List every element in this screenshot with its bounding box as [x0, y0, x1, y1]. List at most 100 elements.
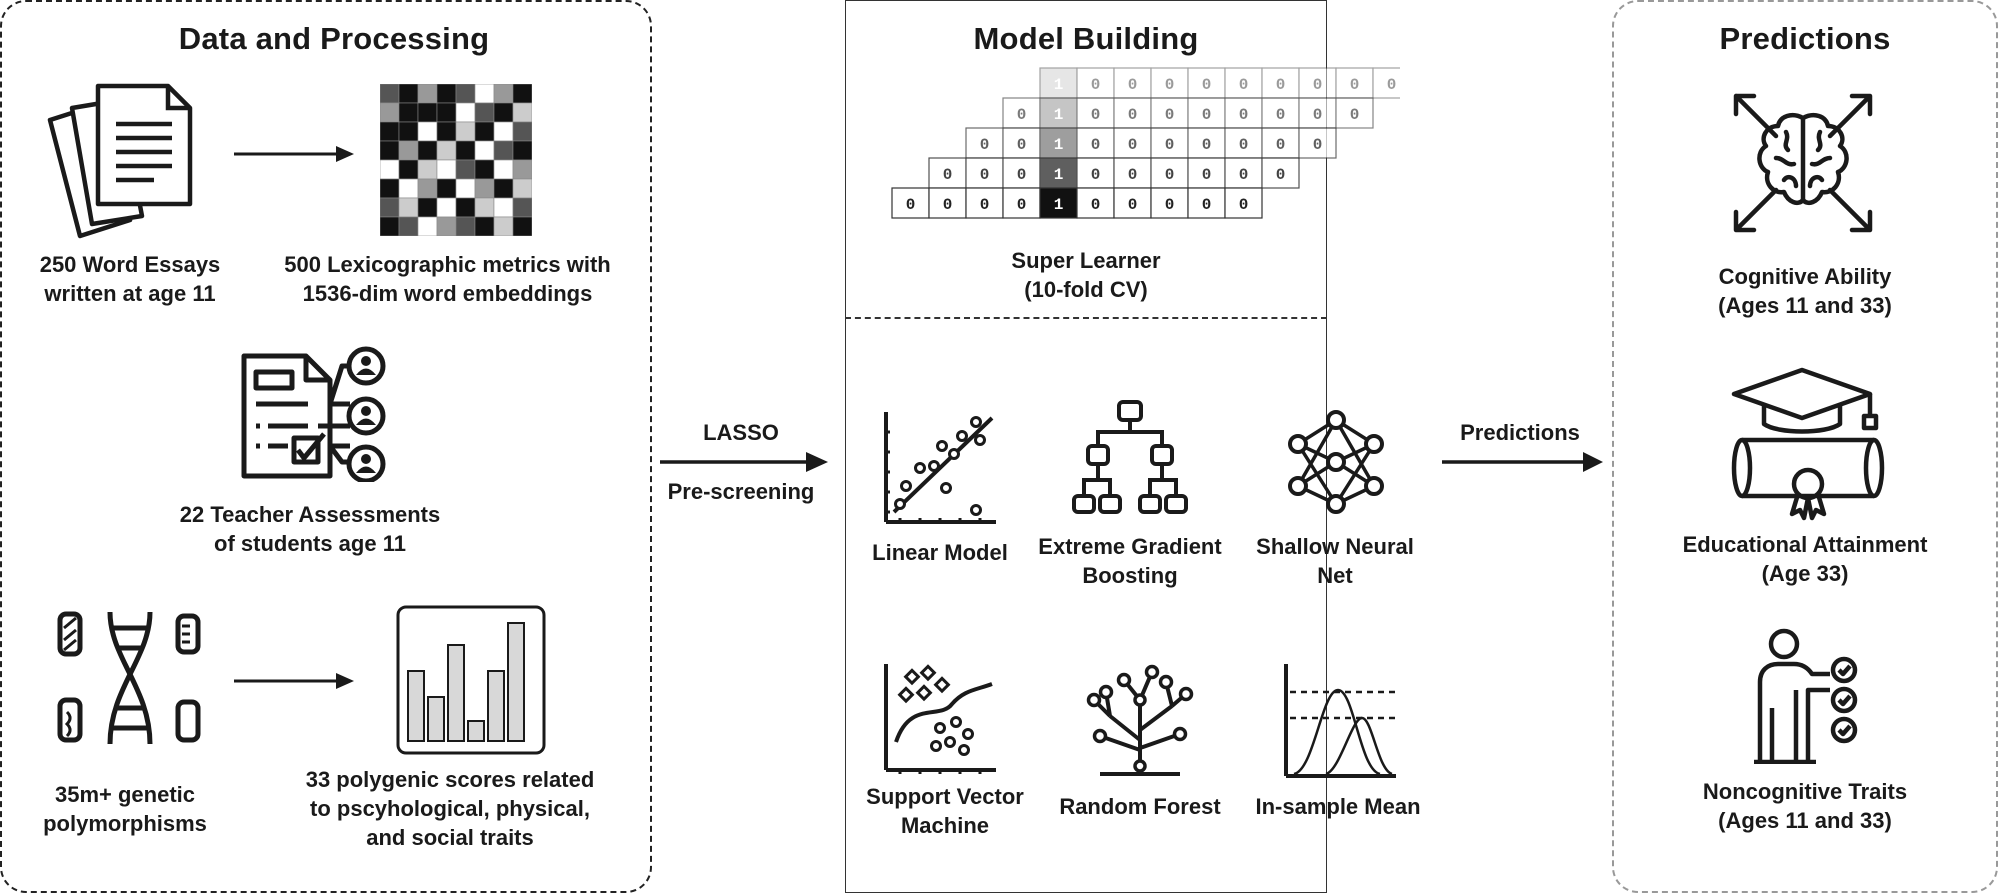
fold-cell-value: 0: [1202, 106, 1212, 124]
fold-cell: [928, 187, 967, 219]
lexico-caption: 500 Lexicographic metrics with 1536-dim …: [250, 250, 645, 308]
cognitive-line-1: Cognitive Ability: [1718, 264, 1892, 289]
predictions-panel: [1612, 0, 1998, 893]
fold-cell-value: 1: [1054, 166, 1064, 184]
person-checklist-icon: [1754, 628, 1858, 764]
linear-model-caption: Linear Model: [850, 538, 1030, 567]
fold-cell-value: 1: [1054, 196, 1064, 214]
fold-cell: [1002, 187, 1041, 219]
fold-cell-value: 0: [1202, 136, 1212, 154]
fold-cell-value: 1: [1054, 76, 1064, 94]
fold-cell-value: 0: [1202, 166, 1212, 184]
xgboost-line-2: Boosting: [1082, 563, 1178, 588]
fold-cell-value: 0: [1165, 196, 1175, 214]
fold-cell-value: 0: [943, 196, 953, 214]
fold-cell: [1150, 187, 1189, 219]
lexico-line-1: 500 Lexicographic metrics with: [284, 252, 611, 277]
fold-cell: [1224, 187, 1263, 219]
fold-cell-value: 0: [1276, 106, 1286, 124]
lasso-label: LASSO: [703, 420, 779, 445]
fold-cell: [1113, 187, 1152, 219]
fold-cell: [1261, 157, 1300, 189]
super-learner-line-2: (10-fold CV): [1024, 277, 1148, 302]
arrow-right-icon: [660, 452, 828, 472]
fold-cell-value: 1: [1054, 106, 1064, 124]
fold-cell-value: 0: [943, 166, 953, 184]
fold-cell: [1224, 67, 1263, 99]
fold-cell-value: 0: [1091, 166, 1101, 184]
xgboost-line-1: Extreme Gradient: [1038, 534, 1222, 559]
fold-cell: [1224, 157, 1263, 189]
fold-cell-value: 0: [1091, 196, 1101, 214]
data-processing-title: Data and Processing: [178, 21, 490, 56]
arrow-right-icon: [1442, 452, 1603, 472]
cognitive-caption: Cognitive Ability (Ages 11 and 33): [1612, 262, 1998, 320]
education-line-1: Educational Attainment: [1682, 532, 1928, 557]
arrow-right-icon: [234, 146, 354, 162]
fold-cell: [1224, 127, 1263, 159]
prescreening-label: Pre-screening: [667, 479, 815, 504]
fold-cell-value: 0: [1165, 76, 1175, 94]
fold-cell: [891, 187, 930, 219]
fold-cell-value: 0: [980, 196, 990, 214]
fold-cell-value: 0: [1017, 166, 1027, 184]
fold-cell-value: 0: [1128, 136, 1138, 154]
fold-cell-value: 0: [1350, 106, 1360, 124]
fold-cell-value: 0: [1128, 106, 1138, 124]
teacher-assessment-icon: [241, 346, 386, 482]
fold-cell: [1002, 97, 1041, 129]
teacher-line-2: of students age 11: [214, 531, 406, 556]
fold-cell-value: 0: [1017, 106, 1027, 124]
graduation-cap-diploma-icon: [1731, 367, 1885, 521]
model-building-panel: [845, 0, 1327, 893]
svm-caption: Support Vector Machine: [845, 782, 1045, 840]
noncognitive-line-2: (Ages 11 and 33): [1718, 808, 1892, 833]
fold-cell: [1298, 127, 1337, 159]
fold-cell-value: 0: [1276, 136, 1286, 154]
fold-cell-value: 0: [1165, 136, 1175, 154]
polygenic-line-3: and social traits: [366, 825, 534, 850]
fold-cell: [1335, 97, 1374, 129]
fold-cell-value: 0: [906, 196, 916, 214]
fold-cell-value: 0: [1091, 106, 1101, 124]
fold-cell: [1113, 97, 1152, 129]
fold-cell: [1076, 187, 1115, 219]
fold-cell-value: 0: [1313, 76, 1323, 94]
cognitive-line-2: (Ages 11 and 33): [1718, 293, 1892, 318]
bar-chart-icon: [396, 605, 546, 755]
fold-cell-value: 0: [1202, 76, 1212, 94]
fold-cell-value: 0: [1350, 76, 1360, 94]
section-divider: [845, 317, 1327, 319]
education-caption: Educational Attainment (Age 33): [1612, 530, 1998, 588]
predictions-arrow-label: Predictions: [1460, 420, 1580, 445]
fold-cell: [1187, 67, 1226, 99]
fold-cell-value: 0: [1276, 76, 1286, 94]
teacher-caption: 22 Teacher Assessments of students age 1…: [120, 500, 500, 558]
fold-cell: [1261, 67, 1300, 99]
fold-cell-value: 0: [1239, 136, 1249, 154]
fold-cell-value: 0: [1128, 196, 1138, 214]
fold-cell: [1039, 187, 1078, 219]
fold-cell: [1372, 67, 1400, 99]
neural-net-line-1: Shallow Neural: [1256, 534, 1414, 559]
polygenic-caption: 33 polygenic scores related to pscyholog…: [265, 765, 635, 852]
fold-cell: [1261, 97, 1300, 129]
heatmap-matrix-icon: [380, 84, 532, 236]
random-forest-caption: Random Forest: [1040, 792, 1240, 821]
education-line-2: (Age 33): [1761, 561, 1849, 586]
super-learner-caption: Super Learner (10-fold CV): [845, 246, 1327, 304]
fold-cell-value: 0: [1017, 196, 1027, 214]
polygenic-line-1: 33 polygenic scores related: [305, 767, 595, 792]
genetic-line-1: 35m+ genetic: [54, 782, 195, 807]
random-forest-icon: [1086, 664, 1194, 776]
svm-line-2: Machine: [900, 813, 990, 838]
polygenic-line-2: to pscyhological, physical,: [310, 796, 590, 821]
fold-cell-value: 0: [1165, 166, 1175, 184]
decision-tree-icon: [1072, 400, 1188, 514]
neural-net-caption: Shallow Neural Net: [1240, 532, 1430, 590]
arrow-right-icon: [234, 673, 354, 689]
fold-cell-value: 0: [1091, 136, 1101, 154]
documents-icon: [47, 83, 193, 239]
fold-cell-value: 0: [1239, 166, 1249, 184]
